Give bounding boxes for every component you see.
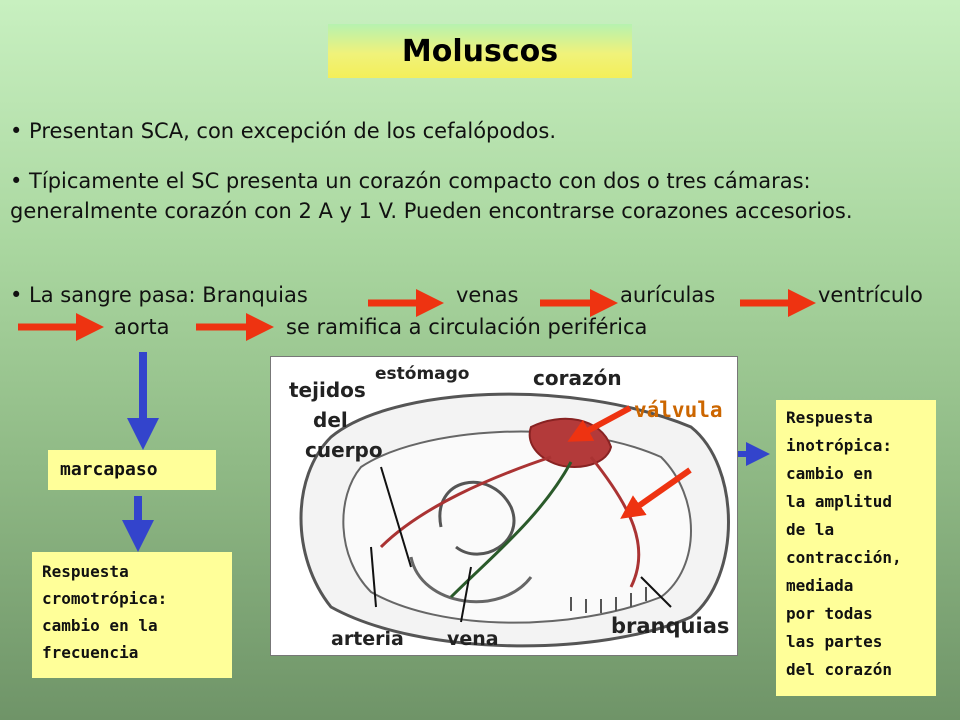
artery-vessel — [379, 455, 552, 549]
label-estomago: estómago — [375, 364, 470, 384]
inotropic-line-10: del corazón — [786, 660, 892, 679]
label-vena: vena — [447, 628, 499, 650]
label-valvula: válvula — [634, 398, 723, 422]
gills — [570, 587, 647, 613]
flow-step-periferica: se ramifica a circulación periférica — [286, 315, 648, 339]
label-corazon: corazón — [533, 366, 622, 390]
vein-vessel — [449, 461, 573, 599]
cronotropic-line-3: cambio en la — [42, 616, 158, 635]
marcapaso-box: marcapaso — [48, 450, 216, 490]
inotropic-box: Respuesta inotrópica: cambio en la ampli… — [776, 400, 936, 696]
page-title: Moluscos — [328, 24, 632, 78]
flow-intro: • La sangre pasa: Branquias — [10, 283, 308, 307]
mollusc-circulation-diagram: tejidos del cuerpo estómago corazón arte… — [270, 356, 738, 656]
flow-step-auriculas: aurículas — [620, 283, 716, 307]
label-branquias: branquias — [611, 614, 729, 638]
cronotropic-line-2: cromotrópica: — [42, 589, 168, 608]
arrow-to-valve — [567, 405, 632, 442]
arrow-to-ventricle — [620, 467, 692, 519]
mollusc-illustration: tejidos del cuerpo estómago corazón arte… — [289, 364, 730, 650]
gut — [438, 480, 516, 556]
inotropic-line-5: de la — [786, 520, 835, 539]
label-tejidos: tejidos — [289, 378, 366, 402]
bullet-heart: • Típicamente el SC presenta un corazón … — [10, 169, 853, 223]
inotropic-line-8: por todas — [786, 604, 873, 623]
inotropic-line-1: Respuesta — [786, 408, 873, 427]
pointer-lines — [370, 466, 672, 623]
gill-vessel — [589, 456, 641, 588]
inotropic-line-2: inotrópica: — [786, 436, 892, 455]
label-arteria: arteria — [331, 628, 404, 650]
cronotropic-box: Respuesta cromotrópica: cambio en la fre… — [32, 552, 232, 678]
flow-step-aorta: aorta — [114, 315, 170, 339]
inotropic-line-9: las partes — [786, 632, 883, 651]
flow-step-ventriculo: ventrículo — [818, 283, 923, 307]
cronotropic-line-1: Respuesta — [42, 562, 129, 581]
inotropic-line-6: contracción, — [786, 548, 902, 567]
foot — [409, 556, 533, 604]
inotropic-line-4: la amplitud — [786, 492, 892, 511]
inotropic-line-7: mediada — [786, 576, 854, 595]
flow-step-venas: venas — [456, 283, 519, 307]
inotropic-line-3: cambio en — [786, 464, 873, 483]
cronotropic-line-4: frecuencia — [42, 643, 139, 662]
label-cuerpo: cuerpo — [305, 438, 383, 462]
label-del: del — [313, 408, 348, 432]
bullet-sca: • Presentan SCA, con excepción de los ce… — [10, 119, 557, 143]
